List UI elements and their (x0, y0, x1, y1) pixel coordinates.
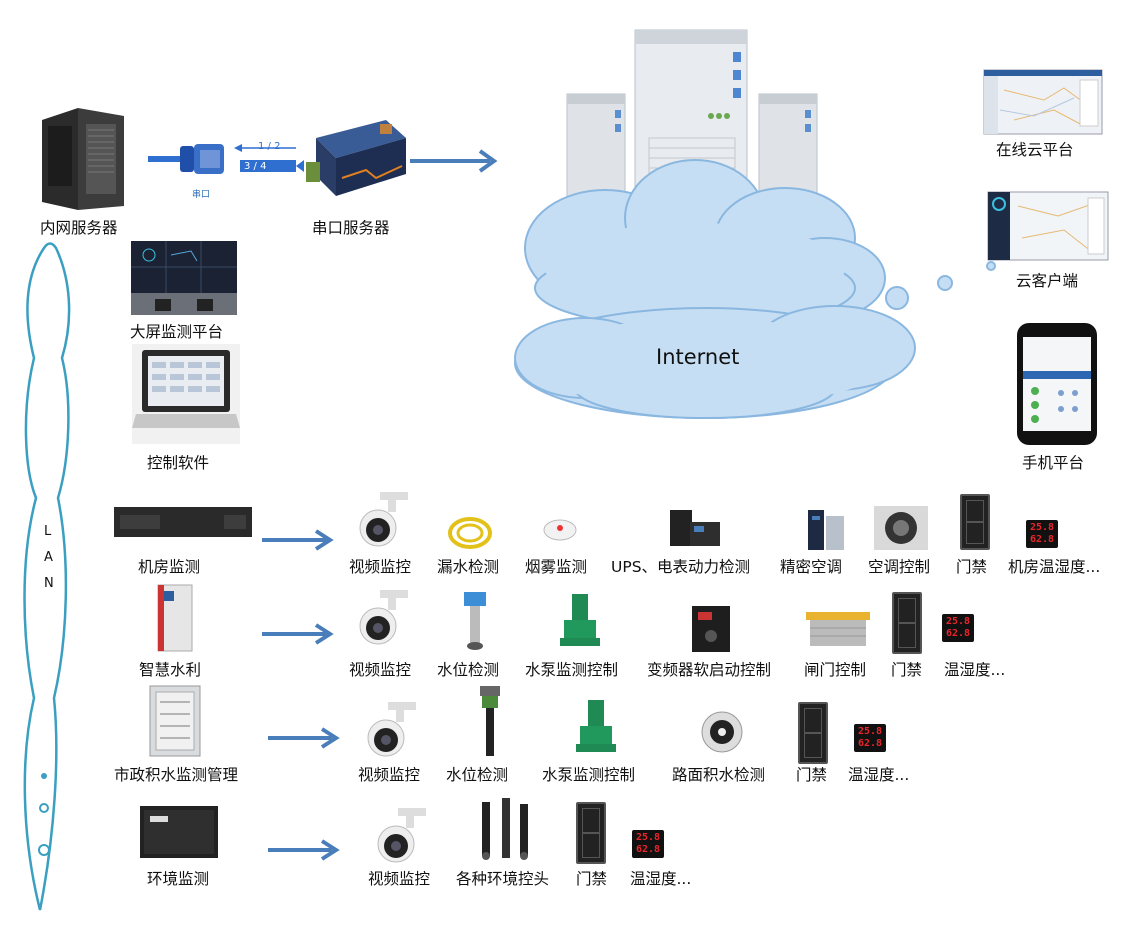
camera-icon (376, 808, 428, 864)
thermo-line-2: 62.8 (946, 628, 971, 639)
row2-source-label: 智慧水利 (139, 661, 202, 679)
road-water-sensor-icon (700, 710, 744, 754)
row1-device-1: 视频监控 (349, 558, 412, 576)
door-icon (892, 592, 922, 654)
mobile-label: 手机平台 (1022, 454, 1085, 472)
row3-device-3: 水泵监测控制 (542, 766, 636, 784)
row2-device-5: 闸门控制 (804, 661, 867, 679)
row2-device-7: 温湿度... (944, 661, 1006, 679)
row1-device-2: 漏水检测 (437, 558, 500, 576)
thermo-hygrometer-icon: 25.8 62.8 (854, 724, 887, 752)
thermo-line-1: 25.8 (858, 726, 883, 737)
door-icon (960, 494, 990, 550)
laptop-icon (132, 344, 240, 444)
water-pump-icon (560, 594, 600, 648)
door-icon (798, 702, 828, 764)
thermo-hygrometer-icon: 25.8 62.8 (632, 830, 665, 858)
row1-device-3: 烟雾监测 (525, 558, 588, 576)
row3-device-6: 温湿度... (848, 766, 910, 784)
ups-icon (664, 508, 724, 550)
row1-source-label: 机房监测 (138, 558, 201, 576)
door-icon (576, 802, 606, 864)
row4-device-1: 视频监控 (368, 870, 431, 888)
precision-ac-icon (806, 510, 846, 550)
thermo-line-1: 25.8 (946, 616, 971, 627)
water-pump-icon (576, 700, 616, 754)
camera-icon (366, 702, 418, 758)
thermo-line-2: 62.8 (858, 738, 883, 749)
row4-arrow (268, 838, 340, 862)
client-map-icon (987, 191, 1109, 261)
row1-arrow (262, 528, 334, 552)
row3-device-2: 水位检测 (446, 766, 509, 784)
rack-server-icon (114, 507, 252, 537)
cloud-client-label: 云客户端 (1016, 272, 1079, 290)
phone-icon (1017, 323, 1097, 445)
row2-arrow (262, 622, 334, 646)
row1-device-5: 精密空调 (780, 558, 843, 576)
inverter-icon (692, 606, 730, 652)
serial-label: 串口 (192, 190, 211, 200)
thermo-line-2: 62.8 (636, 844, 661, 855)
online-cloud-label: 在线云平台 (996, 141, 1074, 159)
water-cabinet-icon (157, 584, 193, 652)
row3-source-label: 市政积水监测管理 (114, 766, 239, 784)
row4-device-4: 温湿度... (630, 870, 692, 888)
cloud-servers-icon (505, 28, 996, 428)
port-3-4: 3 / 4 (244, 161, 267, 172)
port-arrows-icon (234, 140, 304, 178)
leak-cable-icon (446, 516, 494, 550)
serial-server-label: 串口服务器 (312, 219, 390, 237)
ac-control-icon (874, 506, 928, 550)
row3-device-5: 门禁 (796, 766, 828, 784)
row4-source-label: 环境监测 (147, 870, 210, 888)
lan-letter-n: N (44, 576, 54, 591)
row1-device-4: UPS、电表动力检测 (611, 558, 751, 576)
thermo-hygrometer-icon: 25.8 62.8 (942, 614, 975, 642)
video-wall-icon (131, 241, 237, 315)
env-box-icon (140, 806, 218, 858)
control-cabinet-icon (149, 685, 201, 757)
internet-label: Internet (656, 345, 740, 369)
port-1-2: 1 / 2 (258, 141, 281, 152)
row3-device-1: 视频监控 (358, 766, 421, 784)
control-software-label: 控制软件 (147, 454, 210, 472)
row2-device-2: 水位检测 (437, 661, 500, 679)
row1-device-7: 门禁 (956, 558, 988, 576)
row2-device-4: 变频器软启动控制 (647, 661, 772, 679)
thermo-line-1: 25.8 (636, 832, 661, 843)
level-sensor-icon (460, 592, 490, 650)
thermo-line-2: 62.8 (1030, 534, 1055, 545)
thermo-line-1: 25.8 (1030, 522, 1055, 533)
map-dashboard-icon (983, 69, 1103, 135)
row4-device-2: 各种环境控头 (456, 870, 550, 888)
env-probes-icon (478, 798, 538, 862)
gate-icon (806, 612, 870, 648)
serial-cable-icon (148, 140, 230, 180)
row3-arrow (268, 726, 340, 750)
level-probe-icon (478, 686, 502, 760)
row4-device-3: 门禁 (576, 870, 608, 888)
lan-letter-l: L (44, 524, 52, 539)
server-tower-icon (34, 106, 126, 212)
lan-letter-a: A (44, 550, 53, 565)
camera-icon (358, 492, 410, 548)
row2-device-1: 视频监控 (349, 661, 412, 679)
bigscreen-label: 大屏监测平台 (130, 323, 224, 341)
row2-device-3: 水泵监测控制 (525, 661, 619, 679)
lan-outline (14, 238, 84, 918)
thermo-hygrometer-icon: 25.8 62.8 (1026, 520, 1059, 548)
intranet-server-label: 内网服务器 (40, 219, 118, 237)
camera-icon (358, 590, 410, 646)
row1-device-6: 空调控制 (868, 558, 931, 576)
arrow-to-cloud (410, 148, 500, 174)
row1-device-8: 机房温湿度... (1008, 558, 1101, 576)
smoke-detector-icon (542, 518, 578, 542)
row3-device-4: 路面积水检测 (672, 766, 766, 784)
serial-server-icon (306, 118, 408, 198)
row2-device-6: 门禁 (891, 661, 923, 679)
